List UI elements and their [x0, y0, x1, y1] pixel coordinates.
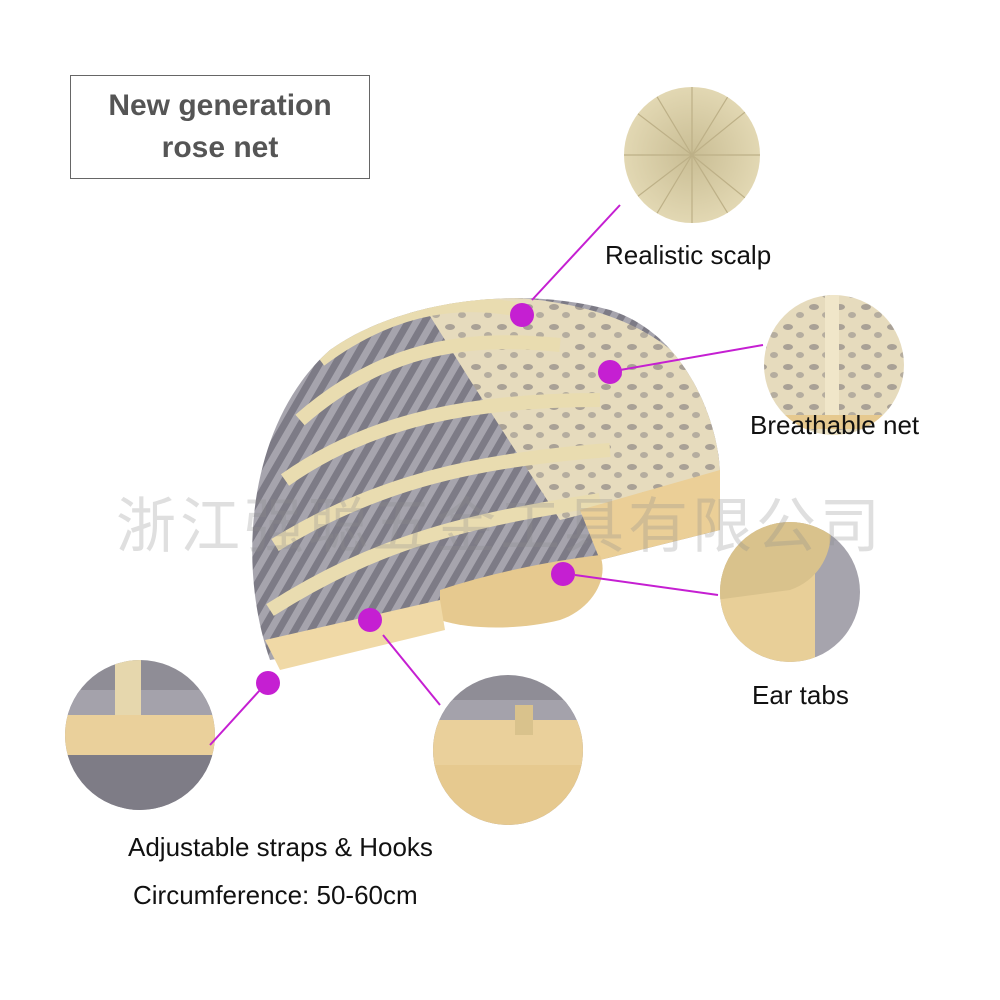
title-box: New generation rose net — [70, 75, 370, 179]
scalp-detail-circle — [624, 87, 760, 223]
watermark: 浙江强聪五金工具有限公司 — [116, 492, 884, 562]
wig-cap — [252, 298, 720, 670]
title-text: New generation rose net — [108, 89, 332, 164]
callout-lines — [209, 204, 764, 746]
callout-dots — [256, 303, 622, 695]
net-detail-circle — [764, 295, 904, 435]
ear-tabs-label: Ear tabs — [752, 680, 849, 710]
adjustable-straps-label: Adjustable straps & Hooks — [128, 832, 433, 862]
realistic-scalp-label: Realistic scalp — [605, 240, 772, 270]
strap-detail-circle — [65, 660, 215, 810]
hook-detail-circle — [433, 675, 583, 825]
breathable-net-label: Breathable net — [750, 410, 920, 440]
circumference-label: Circumference: 50-60cm — [133, 880, 418, 910]
